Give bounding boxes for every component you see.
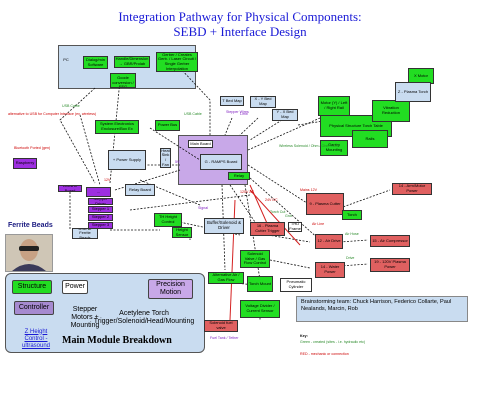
edge-drive: Drive <box>346 256 355 260</box>
voltage-divider-node[interactable]: Voltage Divider / Current Sensor <box>240 300 280 318</box>
t-bed-node[interactable]: T Bed Map <box>220 96 244 106</box>
legend-structure: Structure <box>12 280 52 294</box>
gantry-node[interactable]: Gantry Mounting <box>320 140 348 156</box>
main-board-node[interactable]: Main Board <box>188 140 213 148</box>
edge-usb-cable: USB Cable <box>62 104 80 108</box>
air-supply-node[interactable]: 19 - 120V Plasma Power <box>370 258 410 272</box>
legend-controller: Controller <box>14 301 54 315</box>
edge-air-hose: Air Hose <box>345 232 359 236</box>
stepper-driver-node[interactable]: Stepper Driver <box>88 198 113 205</box>
power-bus-node[interactable]: Power Bus <box>155 120 180 131</box>
wireless-label: Wireless Solenoid / Ohm / Ohm Cont. <box>279 144 339 148</box>
height-sensor-node[interactable]: Height Sensor <box>172 227 192 238</box>
legend-acetylene: Acetylene Torch Trigger/Solenoid/Head/Mo… <box>93 310 195 325</box>
edge-24v: 24V DC <box>265 198 278 202</box>
motor-y-node[interactable]: Motor (Y) / Left / Right Rail <box>318 96 350 116</box>
gcode-convert-node[interactable]: 3D PRINT / Gcode conversion / EFG <box>110 73 136 88</box>
ferrite-label: Ferrite Beads <box>8 222 53 229</box>
uno-board-node[interactable]: ... <box>86 187 111 197</box>
relay-board-node[interactable]: Relay Board <box>125 184 155 196</box>
key-green: Green - created (sites - i.e. hydraulic … <box>300 340 366 344</box>
plasma-cutter-node[interactable]: 9 - Plasma Cutter <box>306 193 344 215</box>
heat-sink-node[interactable]: Heat Sink / Fan <box>160 148 171 168</box>
edge-gnd: Gnd <box>285 214 292 218</box>
legend-power: Power <box>62 280 88 294</box>
rails-node[interactable]: Rails <box>352 130 388 148</box>
height-control-node[interactable]: TH Height Control <box>154 213 182 227</box>
torch-mount-node[interactable]: Torch Mount <box>247 276 273 292</box>
y-bed-node[interactable]: Y - X Bed Map <box>272 109 298 121</box>
legend-stepper-motors: Stepper Motors + Mounting <box>70 306 100 329</box>
air-drive-node[interactable]: 12 - Air Drive <box>315 234 343 249</box>
thd-frame-node[interactable]: THD Frame <box>288 222 302 232</box>
diagram-title-line1: Integration Pathway for Physical Compone… <box>118 9 362 24</box>
alt-interface-label: alternative to USB for Computer Interfac… <box>8 112 97 116</box>
edge-ac-power: 120V AC <box>240 190 255 194</box>
key-red: RED - mechanic or connection <box>300 352 349 356</box>
arduino-brd-node[interactable]: Arduino Board <box>58 185 82 192</box>
edge-signal: Signal <box>198 206 208 210</box>
solenoid-valve-node[interactable]: Solenoid Valve / Gas Flow Control <box>240 250 270 268</box>
bluetooth-label: Bluetooth Ported (gen) <box>14 146 51 150</box>
buffer-node[interactable]: Buffer/Solenoid & Driver <box>204 218 244 234</box>
legend-z-height: Z Height Control - ultrasound <box>21 328 51 349</box>
legend-precision-motion: Precision Motion <box>148 279 193 299</box>
edge-stepper-wire: Stepper Wires <box>226 110 249 114</box>
solenoid-fuel-node[interactable]: Solenoid fuel valve <box>204 320 238 332</box>
edge-torch-cut: Torch Cut <box>270 210 286 214</box>
diagram-title-line2: SEBD + Interface Design <box>173 24 307 39</box>
z-plasma-node[interactable]: Z - Plasma Torch <box>395 82 431 102</box>
usb-ferrite-node[interactable]: USB w/ Ferrite Beads <box>72 228 98 239</box>
alternative-gas-node[interactable]: Alternative Air / Gas Flow <box>208 272 244 284</box>
stepper-1-node[interactable]: Stepper 1 <box>88 206 113 213</box>
raspberry-node[interactable]: Raspberry <box>13 158 37 169</box>
handle-dimension-node[interactable]: Handle/Dimension → GBR/Prolab <box>114 56 150 68</box>
edge-5v: 5V <box>175 160 180 164</box>
pc-label: PC <box>63 56 69 62</box>
edge-air-line: Air Line <box>312 222 325 226</box>
edge-12v: 12V <box>104 178 111 182</box>
control-board-node[interactable]: G - RAMPS Board <box>200 154 242 170</box>
team-box: Brainstorming team: Chuck Harrison, Fede… <box>296 296 468 322</box>
pneumatic-node[interactable]: Pneumatic Cylinder <box>280 278 312 292</box>
key-title: Key: <box>300 334 308 338</box>
fuel-tank-label: Fuel Tank / Tether <box>210 336 239 340</box>
arm-motor-node[interactable]: 14 - Arm/Motor Power <box>392 183 432 195</box>
system-electronics-node[interactable]: System Electronics Enclosure/Box Ex <box>95 120 139 134</box>
gerber-node[interactable]: Gerber / Creates Gerb. / Laser Circuit /… <box>156 52 198 72</box>
torch-cutter-node[interactable]: Torch <box>342 210 362 220</box>
plasma-trigger-node[interactable]: 16 - Plasma Cutter Trigger <box>250 222 285 236</box>
person-icon <box>6 235 52 271</box>
stepper-3-node[interactable]: Stepper 3 <box>88 222 113 229</box>
relay-node[interactable]: Relay <box>228 172 250 180</box>
edge-usb-cable-2: USB Cable <box>184 112 202 116</box>
air-compressor-node[interactable]: 15 - Air Compressor <box>370 235 410 247</box>
power-supply-node[interactable]: + Power Supply <box>108 150 146 170</box>
legend-main-module: Main Module Breakdown <box>62 335 172 346</box>
dialogmin-node[interactable]: Dialog/min Software <box>83 56 108 69</box>
edge-limit: Limit <box>240 112 248 116</box>
x-bed-node[interactable]: X - Y Bed Map <box>250 96 276 108</box>
stepper-2-node[interactable]: Stepper 2 <box>88 214 113 221</box>
vibration-node[interactable]: Vibration Reduction <box>372 100 410 122</box>
edge-mains: Mains 12V <box>300 188 317 192</box>
water-power-node[interactable]: 14 - Water Power <box>315 262 345 278</box>
presenter-photo <box>5 234 53 272</box>
